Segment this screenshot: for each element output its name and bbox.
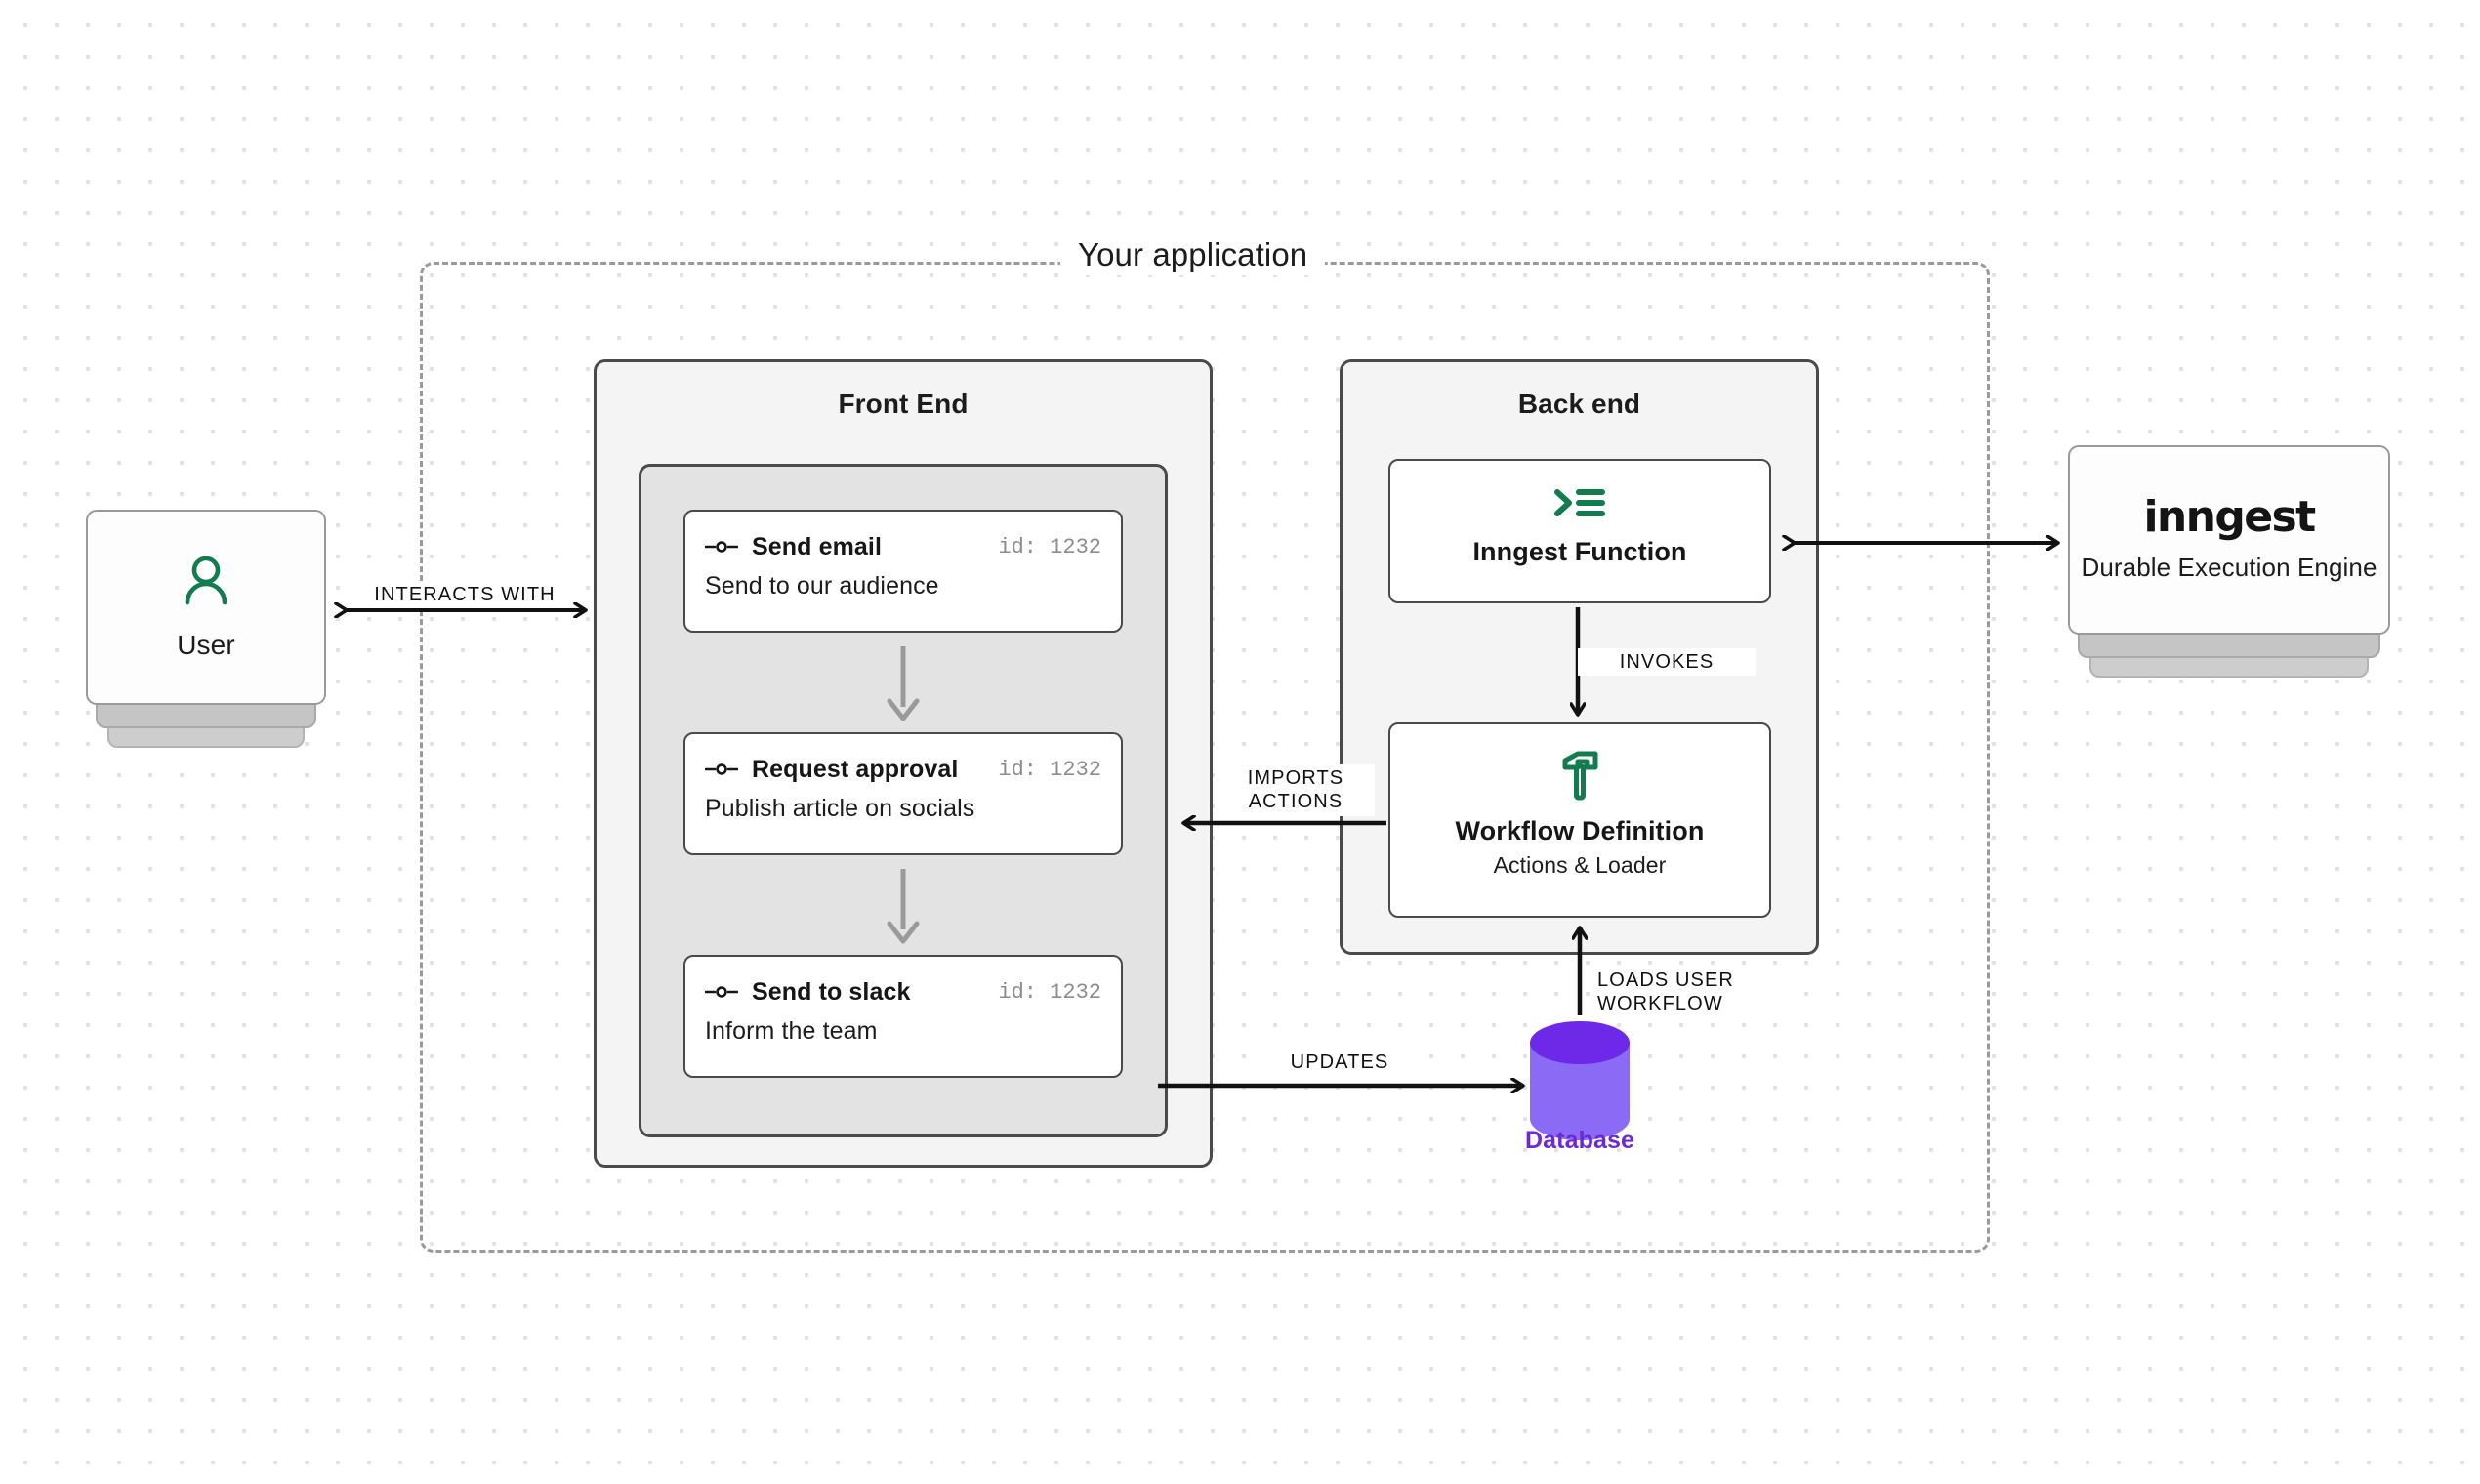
workflow-step-description: Publish article on socials	[705, 795, 975, 822]
workflow-definition-title: Workflow Definition	[1455, 816, 1705, 845]
card-stack-layer-front: User	[86, 510, 326, 705]
edge-label-updates: UPDATES	[1265, 1049, 1414, 1077]
database-node[interactable]: Database	[1525, 1021, 1634, 1168]
workflow-step-name: Request approval	[752, 755, 959, 783]
user-card-label: User	[177, 630, 235, 660]
workflow-step-header: Send email id: 1232	[705, 527, 1101, 566]
your-application-title: Your application	[1060, 234, 1326, 275]
workflow-node-icon	[705, 986, 738, 998]
workflow-node-icon	[705, 763, 738, 775]
workflow-step-card[interactable]: Send to slack id: 1232 Inform the team	[683, 955, 1123, 1078]
inngest-wordmark: inngest	[2143, 492, 2316, 543]
workflow-step-header: Request approval id: 1232	[705, 750, 1101, 789]
workflow-step-name: Send email	[752, 532, 882, 560]
workflow-node-icon	[705, 541, 738, 553]
edge-label-imports-actions: IMPORTS ACTIONS	[1217, 764, 1375, 816]
inngest-function-card[interactable]: Inngest Function	[1388, 459, 1771, 603]
card-stack-layer-front: inngest Durable Execution Engine	[2068, 445, 2390, 635]
workflow-step-header: Send to slack id: 1232	[705, 972, 1101, 1011]
workflow-step-id: id: 1232	[998, 757, 1101, 782]
user-card[interactable]: User	[86, 510, 326, 748]
database-label: Database	[1525, 1127, 1634, 1154]
workflow-step-card[interactable]: Send email id: 1232 Send to our audience	[683, 510, 1123, 633]
database-cylinder-icon	[1530, 1021, 1630, 1140]
step-connector-arrow-1	[887, 646, 920, 721]
workflow-step-description: Inform the team	[705, 1017, 878, 1045]
inngest-card-subtitle: Durable Execution Engine	[2081, 553, 2377, 583]
edge-label-loads-user-workflow: LOADS USER WORKFLOW	[1591, 967, 1798, 1018]
hammer-tool-icon	[1562, 751, 1598, 801]
step-connector-arrow-2	[887, 869, 920, 944]
edge-label-invokes: INVOKES	[1578, 648, 1756, 677]
workflow-step-name: Send to slack	[752, 977, 911, 1006]
workflow-definition-subtitle: Actions & Loader	[1493, 852, 1667, 878]
edge-label-interacts-with: INTERACTS WITH	[361, 581, 568, 609]
back-end-title: Back end	[1517, 389, 1641, 419]
workflow-step-description: Send to our audience	[705, 572, 939, 599]
workflow-step-card[interactable]: Request approval id: 1232 Publish articl…	[683, 732, 1123, 855]
workflow-step-id: id: 1232	[998, 534, 1101, 559]
inngest-brand-card[interactable]: inngest Durable Execution Engine	[2068, 445, 2390, 678]
front-end-title: Front End	[838, 389, 969, 419]
workflow-step-id: id: 1232	[998, 979, 1101, 1005]
inngest-function-title: Inngest Function	[1472, 537, 1687, 566]
workflow-definition-card[interactable]: Workflow Definition Actions & Loader	[1388, 722, 1771, 918]
user-person-icon	[185, 556, 227, 605]
terminal-prompt-icon	[1554, 489, 1605, 516]
